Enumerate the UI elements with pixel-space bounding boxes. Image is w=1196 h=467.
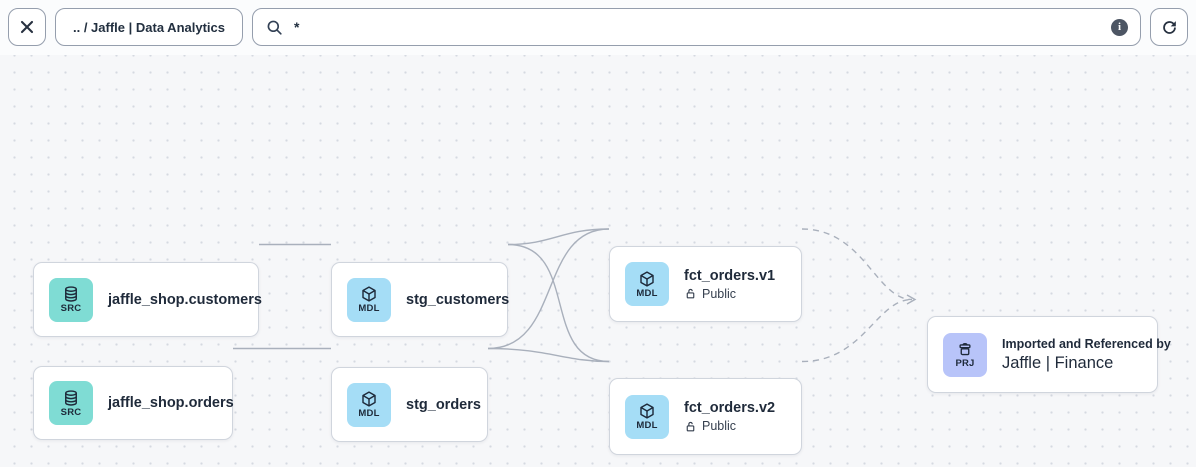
node-label: fct_orders.v2 — [684, 400, 776, 416]
edge-stgcustomers-v2 — [507, 243, 610, 363]
project-caption: Imported and Referenced by — [1002, 336, 1171, 351]
breadcrumb[interactable]: .. / Jaffle | Data Analytics — [55, 8, 243, 46]
edge-arrowhead — [906, 294, 917, 305]
node-label: stg_customers — [406, 291, 510, 308]
badge-label: MDL — [358, 408, 380, 420]
lock-open-icon — [684, 420, 697, 433]
node-project-jaffle-finance[interactable]: PRJ Imported and Referenced by Jaffle | … — [927, 316, 1171, 393]
search-icon — [265, 18, 284, 37]
node-model-stg-orders[interactable]: MDL stg_orders — [331, 367, 488, 442]
model-badge: MDL — [347, 382, 391, 427]
close-icon — [19, 19, 35, 35]
badge-label: MDL — [358, 303, 380, 315]
node-model-fct-orders-v2[interactable]: MDL fct_orders.v2 Public — [609, 378, 802, 455]
cube-icon — [360, 390, 378, 408]
cube-icon — [360, 285, 378, 303]
edge-v1-project — [801, 228, 913, 301]
cube-icon — [638, 402, 656, 420]
lock-open-icon — [684, 287, 697, 300]
node-src-jaffle-shop-orders[interactable]: SRC jaffle_shop.orders — [33, 366, 234, 440]
badge-label: SRC — [60, 303, 82, 315]
badge-label: MDL — [636, 420, 658, 432]
close-button[interactable] — [8, 8, 46, 46]
source-badge: SRC — [49, 381, 93, 425]
database-icon — [62, 285, 80, 303]
node-label: jaffle_shop.orders — [108, 395, 234, 411]
breadcrumb-label: .. / Jaffle | Data Analytics — [73, 19, 225, 35]
refresh-icon — [1160, 18, 1179, 37]
node-label: jaffle_shop.customers — [108, 291, 262, 308]
archive-icon — [956, 340, 974, 358]
cube-icon — [638, 270, 656, 288]
edge-stgcustomers-v1 — [507, 228, 610, 246]
edge-stgorders-v2 — [487, 347, 610, 363]
node-label: stg_orders — [406, 396, 481, 413]
access-label: Public — [702, 286, 737, 301]
node-label: fct_orders.v1 — [684, 267, 776, 284]
lineage-canvas[interactable]: SRC jaffle_shop.customers SRC jaffle_sho… — [0, 55, 1196, 467]
search-input[interactable] — [294, 19, 1101, 35]
search-box[interactable]: i — [252, 8, 1141, 46]
access-label: Public — [702, 419, 737, 433]
database-icon — [62, 389, 80, 407]
lineage-toolbar: .. / Jaffle | Data Analytics i — [0, 0, 1196, 55]
info-icon[interactable]: i — [1111, 18, 1128, 36]
model-badge: MDL — [625, 394, 669, 439]
badge-label: MDL — [636, 287, 658, 299]
node-src-jaffle-shop-customers[interactable]: SRC jaffle_shop.customers — [33, 262, 262, 337]
node-model-fct-orders-v1[interactable]: MDL fct_orders.v1 Public — [609, 246, 802, 322]
project-name: Jaffle | Finance — [1002, 353, 1114, 372]
model-badge: MDL — [625, 262, 669, 306]
model-badge: MDL — [347, 277, 391, 322]
project-badge: PRJ — [943, 332, 987, 377]
edge-v2-project — [801, 298, 913, 363]
source-badge: SRC — [49, 277, 93, 322]
badge-label: PRJ — [955, 358, 975, 370]
refresh-button[interactable] — [1150, 8, 1188, 46]
node-model-stg-customers[interactable]: MDL stg_customers — [331, 262, 510, 337]
badge-label: SRC — [60, 406, 82, 418]
